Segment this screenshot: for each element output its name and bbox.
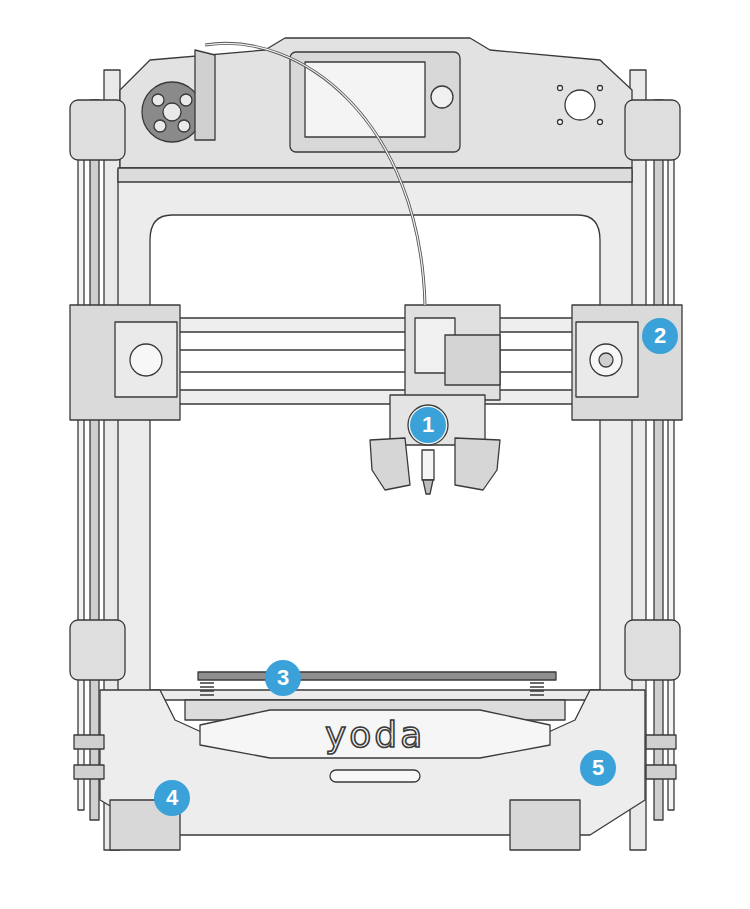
callout-number: 2	[642, 318, 678, 354]
extruder-gear	[142, 82, 202, 142]
corner-bracket	[625, 100, 680, 160]
x-end	[572, 305, 682, 420]
motor-hole	[565, 90, 595, 120]
smooth-rod	[668, 110, 674, 810]
filament-tube	[205, 43, 425, 305]
corner-bracket	[70, 100, 125, 160]
lcd-screen	[305, 62, 425, 137]
brand-logo: yoda	[325, 717, 425, 753]
z-motor	[510, 800, 580, 850]
smooth-rod	[78, 110, 84, 810]
top-bar	[118, 168, 632, 182]
main-frame	[118, 170, 632, 700]
knob	[431, 86, 453, 108]
x-rod	[120, 318, 630, 332]
callout-number: 5	[580, 750, 616, 786]
top-plate	[120, 38, 632, 168]
callout-number: 1	[410, 407, 446, 443]
x-end	[70, 305, 180, 420]
threaded-rod	[654, 100, 663, 820]
part-cooler	[455, 438, 500, 490]
part-cooler	[370, 438, 410, 490]
nozzle	[423, 480, 433, 494]
print-head	[405, 305, 500, 400]
print-bed	[198, 672, 556, 680]
callout-number: 3	[265, 660, 301, 696]
callout-number: 4	[154, 780, 190, 816]
threaded-rod	[90, 100, 99, 820]
x-rod	[120, 390, 630, 404]
lcd-housing	[290, 52, 460, 152]
